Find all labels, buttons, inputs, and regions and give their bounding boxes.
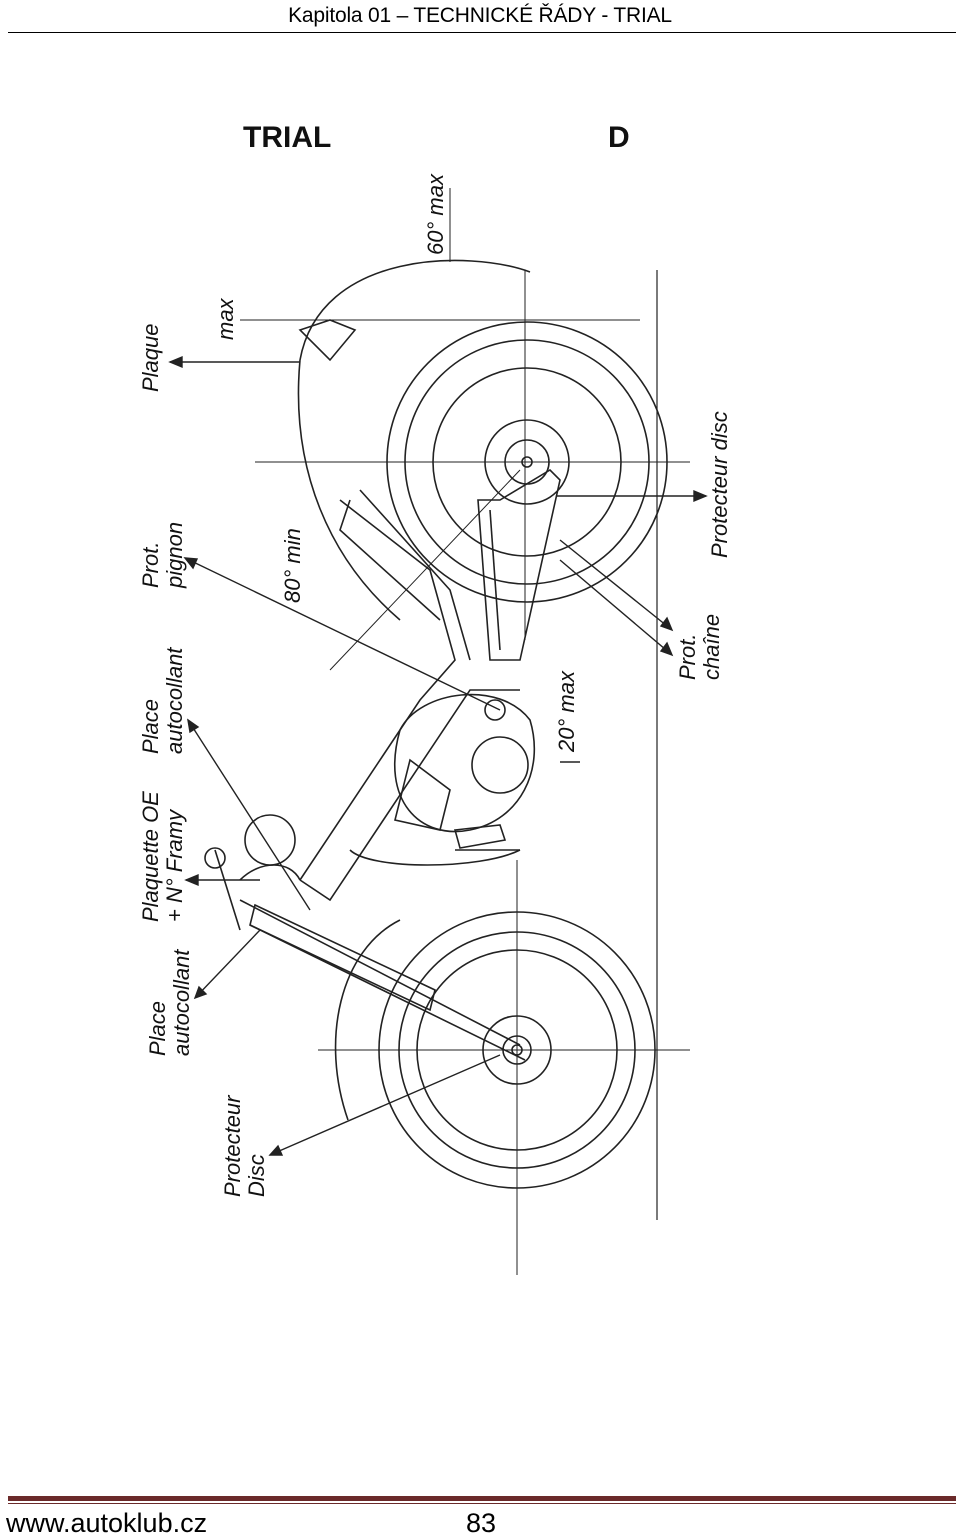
label-prot-pignon-line2: pignon <box>162 522 187 589</box>
figure-heading-d: D <box>608 121 630 154</box>
label-plaquette-line2: + N° Framy <box>162 808 187 922</box>
label-angle-60-max: 60° max <box>423 173 448 255</box>
footer-website: www.autoklub.cz <box>6 1508 208 1538</box>
page-header-title: Kapitola 01 – TECHNICKÉ ŘÁDY - TRIAL <box>288 4 672 27</box>
label-place-autocollant-lower-line1: Place <box>145 1001 170 1056</box>
label-prot-chaine-line2: chaîne <box>699 614 724 680</box>
footer-divider-thin <box>8 1503 956 1504</box>
header-divider <box>8 32 956 33</box>
label-place-autocollant-upper-line2: autocollant <box>162 647 187 754</box>
footer-divider-thick <box>8 1496 956 1501</box>
label-prot-pignon-line1: Prot. <box>138 542 163 588</box>
label-place-autocollant-lower-line2: autocollant <box>169 949 194 1056</box>
page-number: 83 <box>466 1508 497 1538</box>
label-prot-chaine-line1: Prot. <box>675 634 700 680</box>
label-plaque: Plaque <box>138 323 163 392</box>
label-angle-80-min: 80° min <box>280 528 305 603</box>
label-angle-20-max: 20° max <box>554 670 579 753</box>
label-protecteur-disc-rear: Protecteur disc <box>707 411 732 558</box>
label-plaquette-line1: Plaquette OE <box>138 791 163 922</box>
label-protecteur-disc-front-line2: Disc <box>244 1154 269 1197</box>
label-place-autocollant-upper-line1: Place <box>138 699 163 754</box>
figure-heading-trial: TRIAL <box>243 121 331 154</box>
label-max: max <box>213 297 238 340</box>
label-protecteur-disc-front-line1: Protecteur <box>220 1094 245 1197</box>
